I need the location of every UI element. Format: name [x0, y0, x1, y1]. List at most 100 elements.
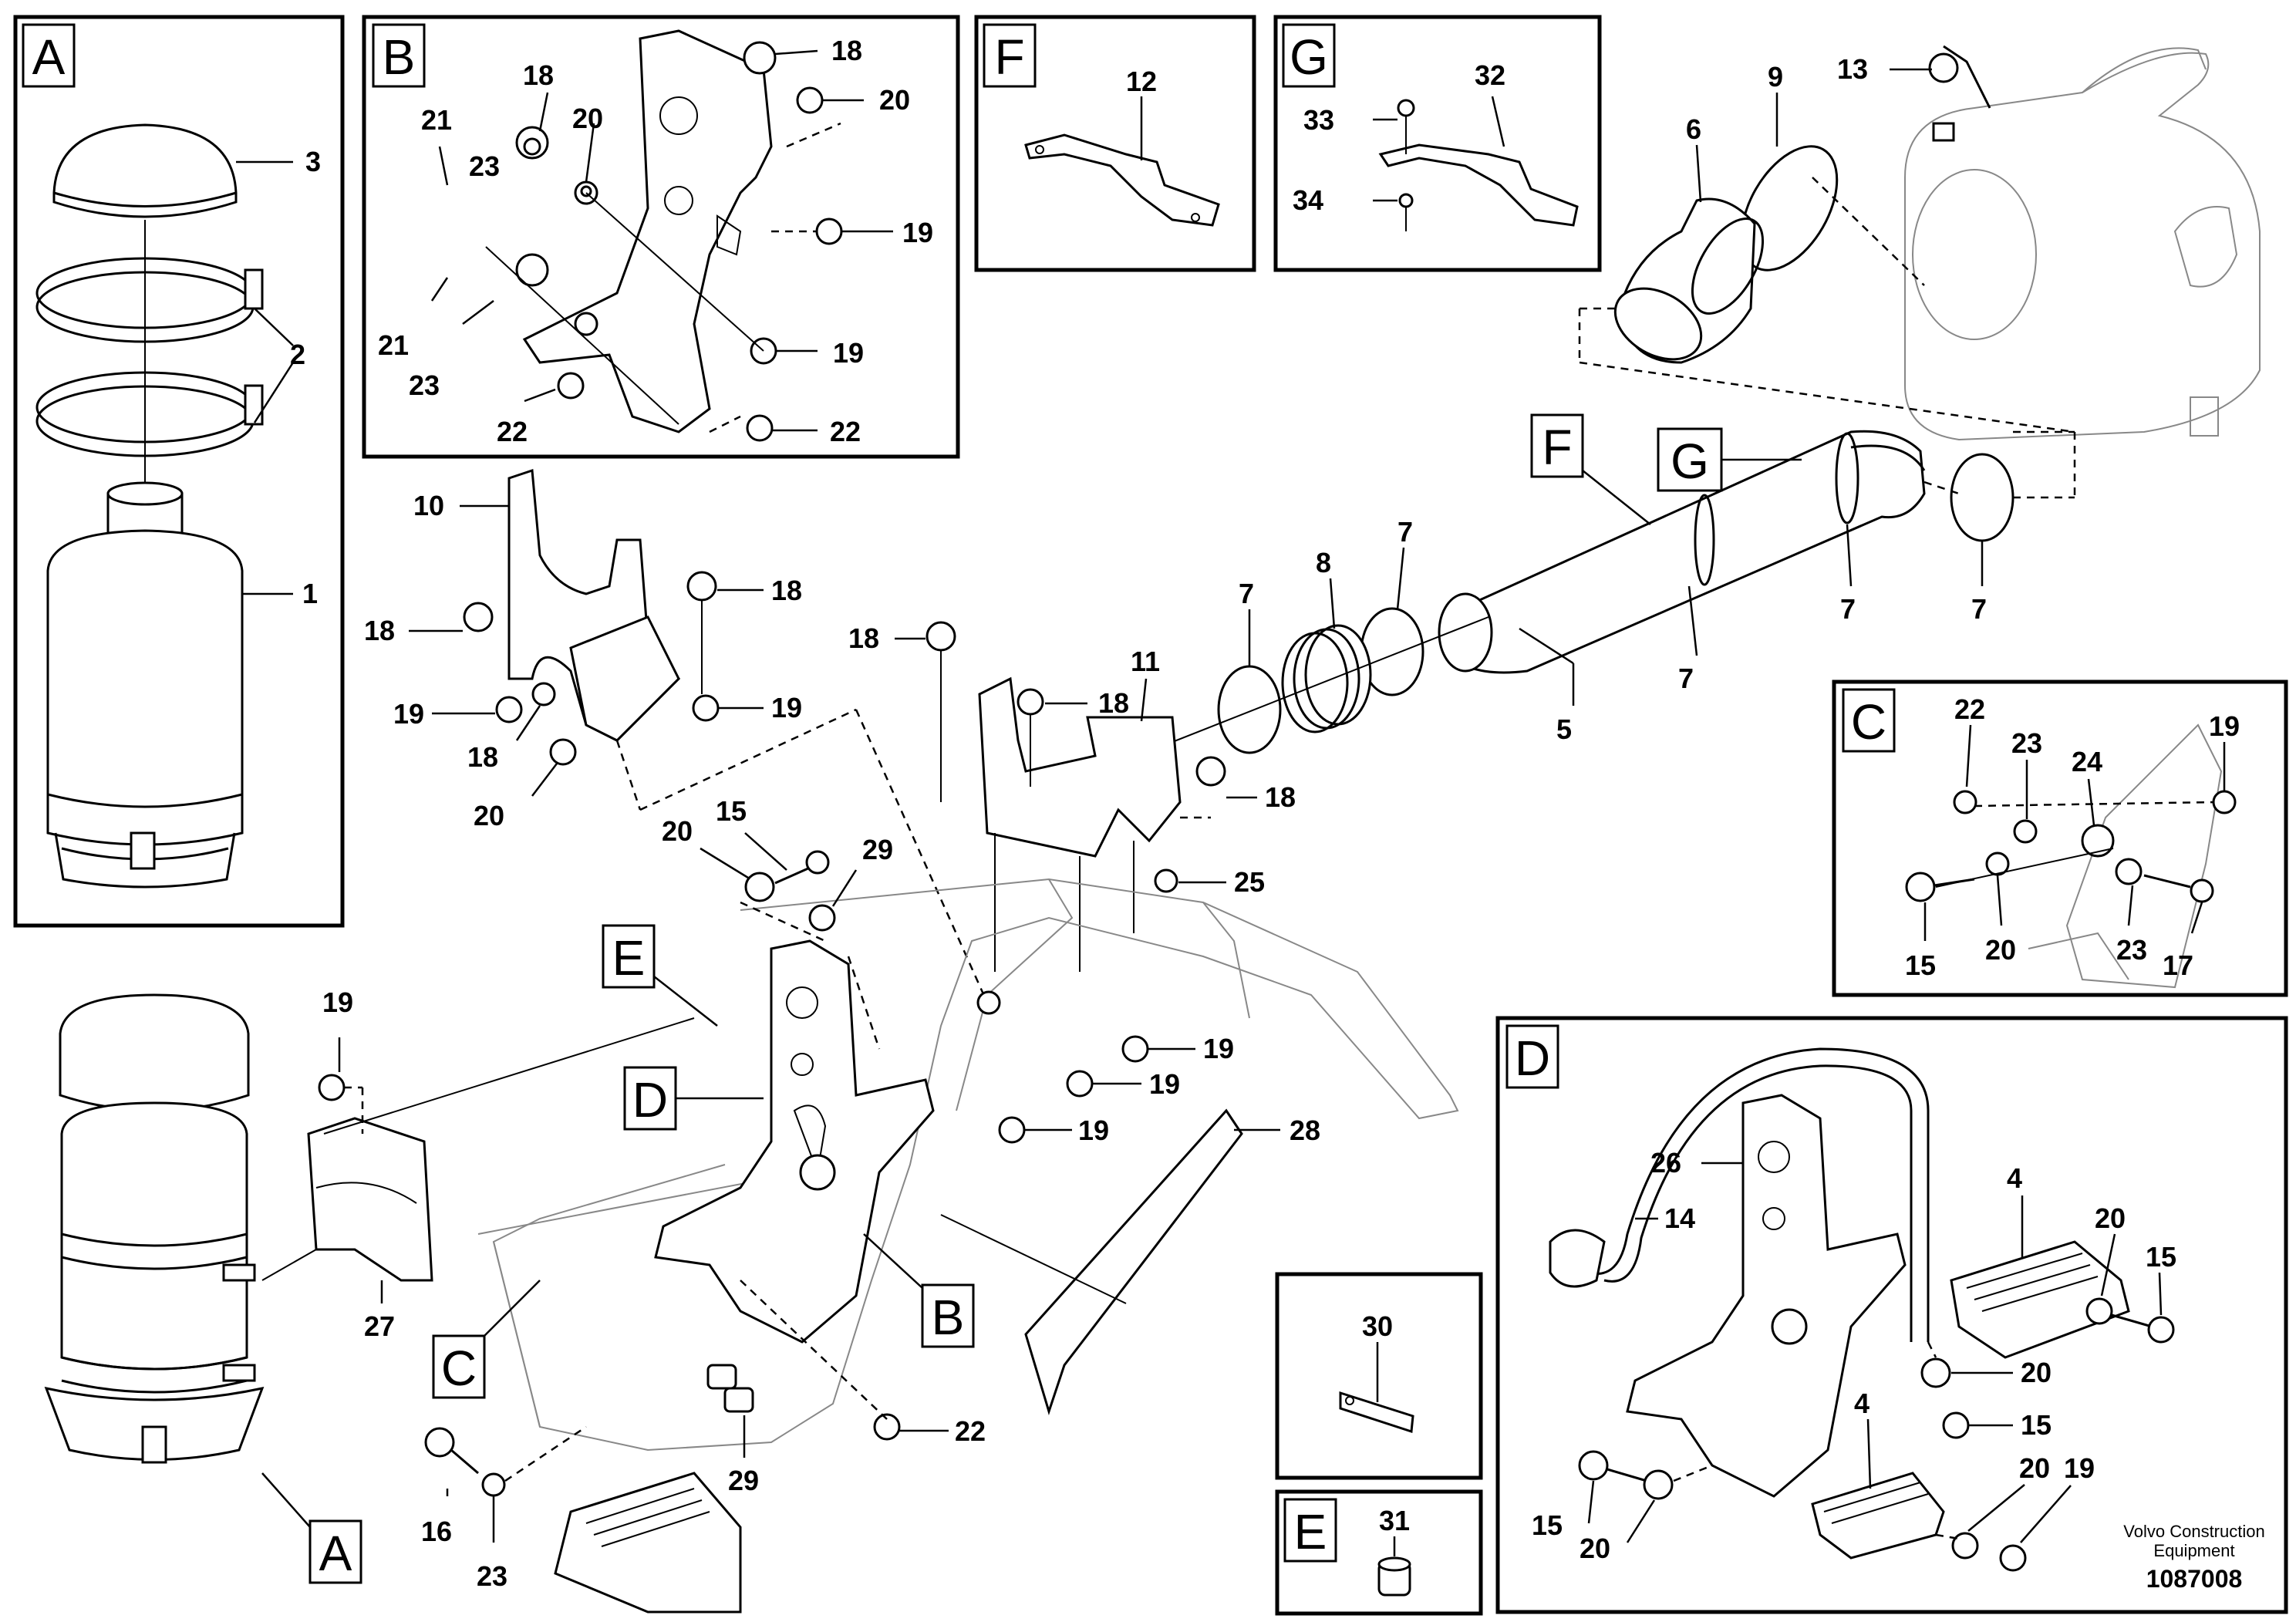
marker-b: B — [932, 1290, 965, 1345]
b-callout-18-top: 18 — [831, 35, 862, 66]
marker-g: G — [1671, 433, 1709, 489]
inset-e-label: E — [1294, 1504, 1327, 1560]
c-callout-23-top: 23 — [2011, 727, 2042, 759]
bracket-callout-18-c: 18 — [467, 741, 498, 773]
marker-f: F — [1542, 420, 1572, 475]
inset-b-label: B — [383, 29, 416, 85]
d-callout-20-mid: 20 — [2021, 1357, 2052, 1388]
b11-callout-18-c: 18 — [1265, 781, 1296, 813]
bracket-11: 11 18 18 18 25 — [848, 621, 1296, 972]
inset-f: F 12 — [974, 15, 1256, 272]
callout-10: 10 — [413, 490, 444, 521]
frame-callout-29-top: 29 — [862, 834, 893, 865]
d-callout-15-mid: 15 — [2021, 1409, 2052, 1441]
inset-a: A 3 2 1 — [13, 15, 345, 928]
callout-27: 27 — [364, 1310, 395, 1342]
b-callout-23-low: 23 — [409, 369, 440, 401]
callout-13: 13 — [1837, 53, 1868, 85]
c-callout-23-low: 23 — [2116, 934, 2147, 966]
c-callout-20: 20 — [1985, 934, 2016, 966]
callout-26: 26 — [1650, 1147, 1681, 1179]
d-callout-15-top: 15 — [2146, 1241, 2176, 1273]
frame-callout-20: 20 — [662, 815, 693, 847]
b11-callout-18-b: 18 — [1098, 687, 1129, 719]
inset-d-label: D — [1515, 1030, 1550, 1086]
frame-callout-19-b: 19 — [1149, 1068, 1180, 1100]
callout-33: 33 — [1303, 104, 1334, 136]
bracket-callout-20: 20 — [474, 800, 504, 831]
callout-28: 28 — [1290, 1114, 1320, 1146]
marker-a: A — [319, 1526, 352, 1581]
frame-callout-19-c: 19 — [1078, 1114, 1109, 1146]
marker-c: C — [441, 1340, 477, 1396]
callout-24: 24 — [2072, 746, 2102, 777]
c-callout-22: 22 — [1954, 693, 1985, 725]
inset-b: B 18 20 1 — [362, 15, 960, 459]
main-frame: 19 19 19 20 15 29 29 22 — [421, 795, 1459, 1614]
air-callout-19: 19 — [322, 986, 353, 1018]
bracket-10: 10 18 18 19 19 18 20 — [364, 468, 989, 1003]
inset-f-label: F — [994, 29, 1024, 85]
inset-b-bolts — [515, 41, 893, 442]
b-callout-18: 18 — [523, 59, 554, 91]
frame-callout-15: 15 — [716, 795, 747, 827]
c-callout-15: 15 — [1905, 949, 1936, 981]
bracket-callout-19-a: 19 — [393, 698, 424, 730]
inset-a-label: A — [32, 29, 66, 85]
frame-callout-29-low: 29 — [728, 1465, 759, 1496]
air-intake-assembly: 13 9 6 — [1578, 45, 2261, 441]
d-callout-20-right: 20 — [2019, 1452, 2050, 1484]
marker-e: E — [612, 930, 646, 986]
c-callout-19: 19 — [2209, 710, 2240, 742]
d-callout-20-low: 20 — [1580, 1533, 1610, 1564]
d-callout-19: 19 — [2064, 1452, 2095, 1484]
b-callout-20-top: 20 — [879, 84, 910, 116]
callout-5: 5 — [1556, 713, 1572, 745]
callout-25: 25 — [1234, 866, 1265, 898]
callout-1: 1 — [302, 578, 318, 609]
callout-11: 11 — [1131, 646, 1160, 677]
b-callout-22-low: 22 — [497, 416, 528, 447]
callout-14: 14 — [1664, 1202, 1695, 1234]
drawing-number: 1087008 — [2146, 1565, 2243, 1593]
callout-7-a: 7 — [1397, 516, 1413, 548]
inset-e: E 31 — [1275, 1489, 1483, 1616]
callout-16: 16 — [421, 1516, 452, 1547]
callout-7-c: 7 — [1678, 663, 1694, 694]
inset-c-label: C — [1851, 694, 1886, 750]
air-cleaner-assembled: 19 27 A — [44, 986, 695, 1584]
callout-3: 3 — [305, 146, 321, 177]
inset-30: 30 — [1275, 1272, 1483, 1480]
b-callout-20: 20 — [572, 103, 603, 134]
bracket-callout-18-b: 18 — [771, 575, 802, 606]
callout-9: 9 — [1768, 61, 1783, 93]
callout-12: 12 — [1126, 66, 1157, 97]
bracket-callout-18-a: 18 — [364, 615, 395, 646]
callout-7-d: 7 — [1840, 593, 1856, 625]
caption-brand: Volvo Construction — [2123, 1522, 2264, 1541]
caption-block: Volvo Construction Equipment 1087008 — [2123, 1522, 2264, 1593]
callout-7-e: 7 — [1971, 593, 1987, 625]
marker-d: D — [632, 1072, 668, 1128]
callout-17: 17 — [2163, 949, 2193, 981]
b-callout-19-low: 19 — [833, 337, 864, 369]
d-callout-4-low: 4 — [1854, 1388, 1870, 1419]
d-callout-4-top: 4 — [2007, 1162, 2022, 1194]
inset-g-label: G — [1290, 29, 1328, 85]
inset-g: G 32 33 34 — [1273, 15, 1602, 272]
inset-c: C 22 23 24 19 15 20 23 17 — [1832, 679, 2288, 997]
caption-brand-2: Equipment — [2153, 1541, 2234, 1560]
intake-tube: 5 8 7 7 7 7 7 F G — [1156, 413, 2076, 754]
callout-32: 32 — [1475, 59, 1505, 91]
frame-callout-23: 23 — [477, 1560, 507, 1592]
callout-2: 2 — [290, 339, 305, 370]
frame-callout-19-a: 19 — [1203, 1033, 1234, 1064]
b-callout-21-top: 21 — [421, 104, 452, 136]
callout-30: 30 — [1362, 1310, 1393, 1342]
b11-callout-18-a: 18 — [848, 622, 879, 654]
callout-34: 34 — [1293, 184, 1323, 216]
b-callout-23-top: 23 — [469, 150, 500, 182]
d-callout-15-low: 15 — [1532, 1509, 1563, 1541]
callout-7-b: 7 — [1239, 578, 1254, 609]
frame-callout-22: 22 — [955, 1415, 986, 1447]
